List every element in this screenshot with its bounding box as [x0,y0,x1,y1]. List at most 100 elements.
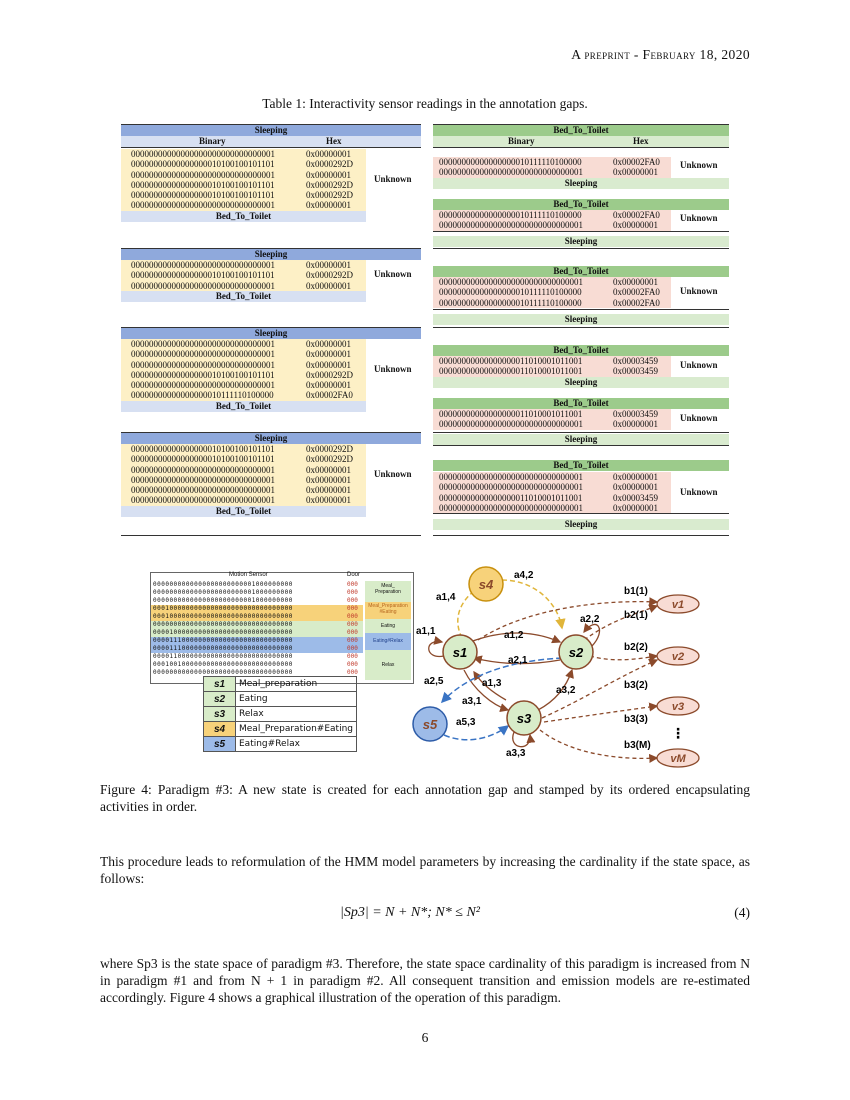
edge-a22 [583,623,601,647]
hex-value: 0x00000001 [613,502,658,513]
hex-value: 0x00000001 [306,380,351,391]
rule-line [433,248,729,249]
reading-rows: 00000000000000000011010001011001 0x000034… [433,356,671,377]
binary-value: 00000000000000000000000000000001 [131,359,275,370]
activity-bar: Sleeping [433,314,729,325]
heatmap-row: 0000000000000000000000001000000000 [151,597,363,605]
heatmap-label: Eating [365,619,411,633]
rule-line [121,535,421,536]
rule-line [433,513,729,514]
hex-value: 0x00003459 [613,356,658,366]
heatmap-door-value: 000 [347,637,358,644]
label-a53: a5,3 [456,717,476,728]
binary-value: 00000000000000000010100100101101 [131,454,275,465]
hex-value: 0x00000001 [306,339,351,349]
obs-v2-label: v2 [672,651,684,663]
hex-value: 0x00000001 [306,485,351,496]
rule-line [433,535,729,536]
heatmap-label: Eating#Relax [365,633,411,650]
edge-a53 [443,725,510,741]
hex-header: Hex [633,136,649,146]
hex-value: 0x00002FA0 [613,287,660,298]
hex-value: 0x00000001 [613,167,658,178]
label-a22: a2,2 [580,614,600,625]
binary-value: 00000000000000000011010001011001 [439,356,583,366]
unknown-label: Unknown [680,360,718,371]
page-number: 6 [421,1030,429,1045]
binary-value: 00000000000000000000000000000001 [131,339,275,349]
hex-header: Hex [326,136,342,146]
hex-value: 0x00002FA0 [613,297,660,308]
hex-value: 0x00000001 [306,359,351,370]
label-a21: a2,1 [508,655,528,666]
binary-value: 00000000000000000010111110100000 [131,390,274,401]
reading-row: 00000000000000000010111110100000 0x00002F… [433,298,671,308]
heatmap-label: Meal_ [381,583,395,589]
hex-value: 0x00000001 [306,149,351,159]
edge-a33 [512,731,536,748]
hex-value: 0x00000001 [306,349,351,360]
heatmap-door-value: 000 [347,613,358,620]
binary-header: Binary [508,136,535,146]
rule-line [121,147,421,148]
binary-value: 00000000000000000000000000000001 [439,277,583,287]
hex-value: 0x0000292D [306,369,353,380]
heatmap-door-value: 000 [347,581,358,588]
label-a42: a4,2 [514,570,534,581]
unknown-label: Unknown [680,286,718,297]
heatmap-title: Motion Sensor [229,572,268,578]
binary-value: 00000000000000000000000000000001 [439,167,583,178]
edge-a13 [463,669,510,713]
label-b22: b2(2) [624,642,648,653]
binary-value: 00000000000000000000000000000001 [131,200,275,211]
legend-label: Eating#Relax [235,736,357,752]
rule-line [121,124,421,125]
table-caption: Table 1: Interactivity sensor readings i… [262,96,588,111]
hex-value: 0x00003459 [613,409,658,419]
unknown-label: Unknown [680,160,718,170]
heatmap-row: 0000000000000000000000000000000000 [151,669,363,677]
rule-line [433,124,729,125]
activity-bar: Sleeping [433,434,729,445]
hex-value: 0x00000001 [613,277,658,287]
reading-rows: 00000000000000000000000000000001 0x000000… [433,472,671,514]
hex-value: 0x00000001 [613,220,658,231]
unknown-label: Unknown [680,213,718,223]
edge-a25 [440,657,563,704]
hex-value: 0x00002FA0 [613,157,660,167]
binary-value: 00000000000000000000000000000001 [439,482,583,493]
edge-a31 [473,670,507,701]
heatmap-door-value: 000 [347,629,358,636]
obs-v1-label: v1 [672,599,684,611]
binary-value: 00000000000000000010111110100000 [439,297,582,308]
activity-bar: Sleeping [433,519,729,530]
binary-value: 00000000000000000000000000000001 [131,169,275,180]
heatmap-row: 0000110000000000000000000000000000 [151,653,363,661]
reading-row: 00000000000000000000000000000001 0x000000… [121,339,366,349]
label-b11: b1(1) [624,586,648,597]
legend-label: Meal_Preparation#Eating [235,721,357,737]
label-a32: a3,2 [556,685,576,696]
binary-value: 00000000000000000000000000000001 [131,464,275,475]
